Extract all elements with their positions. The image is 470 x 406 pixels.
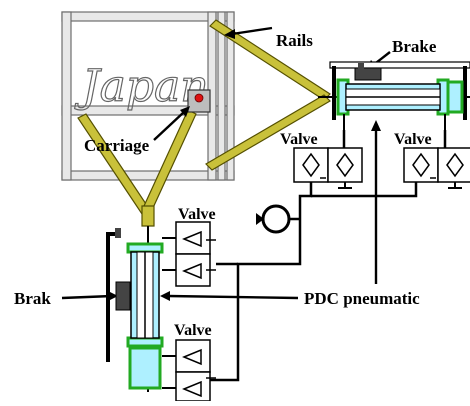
vertical-cap-mid xyxy=(126,336,164,348)
pdc-up-arrowhead xyxy=(371,120,381,131)
valve-arrow-icon xyxy=(336,152,354,178)
valve-bottom xyxy=(162,339,216,402)
label-valve-top-right: Valve xyxy=(394,131,432,148)
arm-upper-right xyxy=(209,19,331,101)
pressure-source xyxy=(256,204,300,234)
pipe-supply-bridge xyxy=(311,182,418,198)
valve-arrow-icon xyxy=(182,348,202,366)
horizontal-cylinder xyxy=(318,61,470,130)
bottom-mount-cap xyxy=(115,228,121,238)
valve-arrow-icon xyxy=(182,262,202,280)
valve-arrow-icon xyxy=(182,380,202,398)
label-carriage: Carriage xyxy=(84,136,150,155)
vertical-cap-top xyxy=(126,242,164,254)
carriage-arrowhead xyxy=(180,106,190,117)
bottom-mount-post xyxy=(106,232,110,362)
rails-arrow-line xyxy=(231,26,273,36)
top-pipes xyxy=(298,130,447,238)
label-valve-top-left: Valve xyxy=(280,131,318,148)
top-brake-pad xyxy=(354,67,382,81)
brak-arrow-line xyxy=(61,294,113,300)
label-valve-mid: Valve xyxy=(178,206,216,223)
valve-mid xyxy=(162,221,216,287)
handwriting-text: Japan xyxy=(74,61,209,112)
label-brake-top: Brake xyxy=(392,37,437,56)
vertical-cap-bottom xyxy=(128,346,162,390)
frame xyxy=(61,11,235,181)
top-brake-stud xyxy=(358,63,364,69)
brak-arrowhead xyxy=(108,291,118,301)
valve-top-right xyxy=(403,147,470,189)
bottom-brake-pad xyxy=(115,281,131,311)
bottom-mount-bracket xyxy=(106,232,120,236)
valve-arrow-icon xyxy=(182,230,202,248)
label-brak: Brak xyxy=(14,289,51,308)
valve-arrow-icon xyxy=(412,152,430,178)
arm-left-diagonal xyxy=(77,113,151,215)
pdc-arrowhead xyxy=(160,291,170,301)
label-rails: Rails xyxy=(276,31,313,50)
label-pdc-pneumatic: PDC pneumatic xyxy=(304,289,420,308)
valve-top-left xyxy=(293,147,363,189)
pump-icon xyxy=(261,204,291,234)
top-mount-post-left xyxy=(332,66,336,120)
arm-stem xyxy=(141,205,155,227)
bottom-pipes xyxy=(210,238,302,382)
pipe-supply-down xyxy=(298,182,313,238)
arm-lower-right xyxy=(205,94,331,171)
frame-rail-right xyxy=(226,11,235,181)
pipe-to-bottom-valve xyxy=(210,238,302,382)
carriage-block xyxy=(187,89,211,113)
vertical-cylinder xyxy=(106,226,164,392)
pdc-arrow-line xyxy=(167,294,299,300)
label-valve-bottom: Valve xyxy=(174,322,212,339)
frame-rail-mid xyxy=(217,11,226,181)
valve-arrow-icon xyxy=(302,152,320,178)
top-mount-post-right xyxy=(463,66,467,120)
pump-arrow-icon xyxy=(256,213,264,225)
carriage-arrow-line xyxy=(153,111,185,141)
top-mount-plate xyxy=(329,61,470,69)
rails-arrowhead xyxy=(224,29,235,39)
frame-left-post xyxy=(61,11,72,181)
linkage-arms xyxy=(77,19,331,227)
carriage-red-dot xyxy=(194,93,204,103)
cylinder-cap-outer xyxy=(446,80,464,114)
valve-arrow-icon xyxy=(446,152,464,178)
